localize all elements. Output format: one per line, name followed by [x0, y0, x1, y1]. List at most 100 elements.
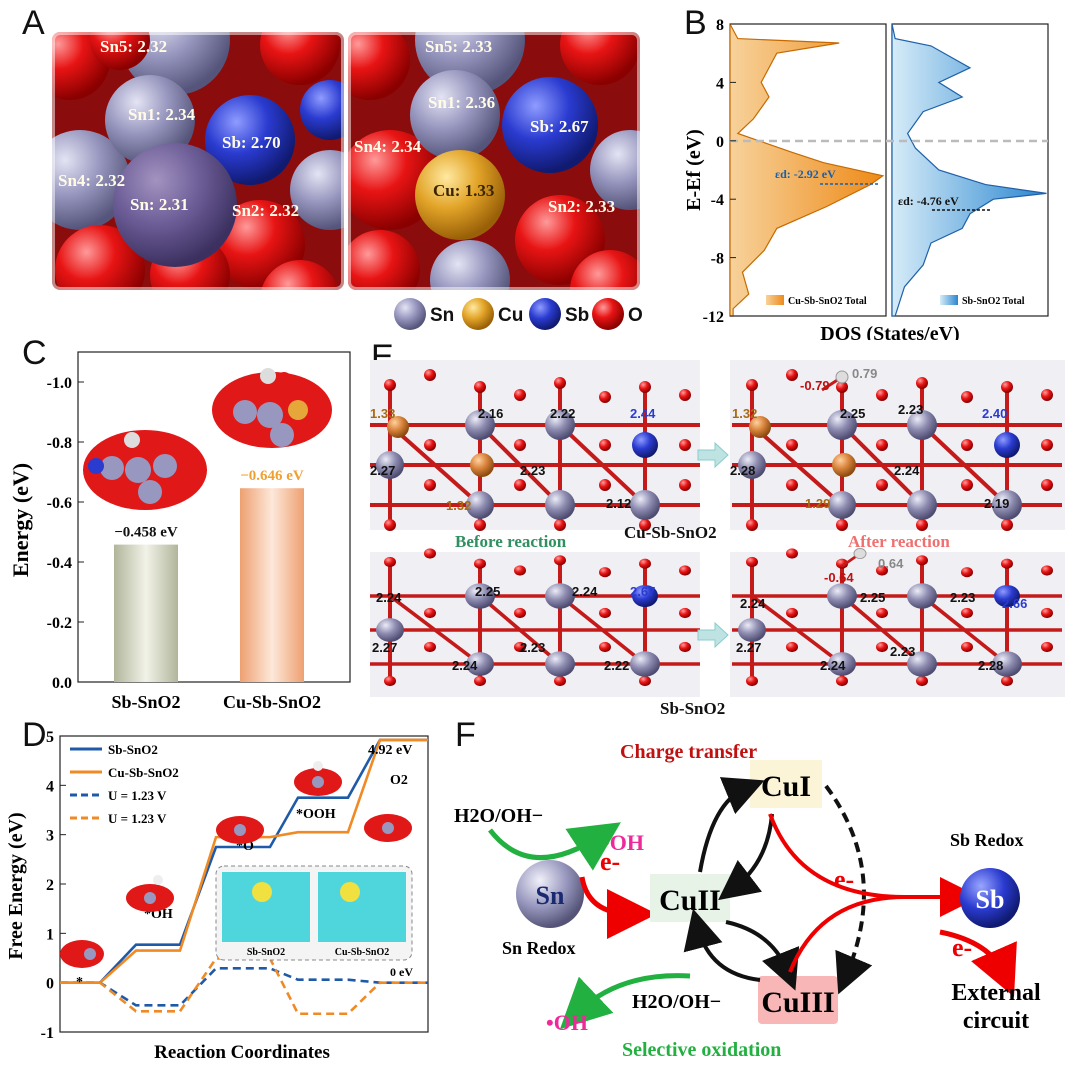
legend-sn: Sn	[430, 305, 454, 326]
d-series-line-3	[60, 957, 428, 1016]
d-structure-icons	[60, 761, 412, 968]
legend-o: O	[628, 305, 643, 326]
d-legend-u2: U = 1.23 V	[108, 811, 167, 826]
e-cu-after-e: 2.19	[984, 496, 1009, 511]
b-ytick: 4	[716, 75, 724, 92]
panel-a-structures: Sn5: 2.32 Sn1: 2.34 Sb: 2.70 Sn4: 2.32 S…	[49, 29, 643, 330]
b-ytick: -4	[711, 192, 724, 209]
e-cu-before-b: 2.22	[550, 406, 575, 421]
e-cu-after-a: 2.25	[840, 406, 865, 421]
f-circuit: circuit	[963, 1008, 1029, 1034]
e-sb-before-a: 2.24	[376, 590, 402, 605]
e-sb-before-d: 2.27	[372, 640, 397, 655]
bar-sb-sno2	[114, 544, 178, 682]
b-legend-cu: Cu-Sb-SnO2 Total	[788, 296, 867, 307]
e-sb-after-h: 0.64	[878, 556, 904, 571]
e-cu-before-e: 2.12	[606, 496, 631, 511]
e-cu-after-c: 2.28	[730, 463, 755, 478]
panel-label-f: F	[455, 716, 476, 754]
d-annotation-star: *	[76, 975, 83, 990]
d-ylabel: Free Energy (eV)	[5, 812, 27, 959]
f-e3: e-	[952, 933, 972, 962]
e-cu-before-cu2: 1.32	[446, 498, 471, 513]
e-cu-after-cu1: 1.32	[732, 406, 757, 421]
legend-sb: Sb	[565, 305, 589, 326]
e-sb-before-sb: 2.67	[630, 584, 655, 599]
legend-cu: Cu	[498, 305, 523, 326]
c-category-sb: Sb-SnO2	[111, 692, 180, 712]
f-sn-label: Sn	[536, 881, 565, 910]
dos-curve-sb	[891, 23, 1047, 317]
e-cu-after-h: 0.79	[852, 366, 877, 381]
e-sb-after-e: 2.24	[820, 658, 846, 673]
e-sb-after-c: 2.23	[950, 590, 975, 605]
d-xlabel: Reaction Coordinates	[154, 1042, 330, 1063]
c-structure-cu	[212, 368, 332, 448]
d-ytick: 2	[46, 877, 54, 894]
d-annotation-top: 4.92 eV	[368, 743, 412, 758]
label-a-right-sn2: Sn2: 2.33	[548, 197, 615, 216]
e-cu-before-cu1: 1.33	[370, 406, 395, 421]
label-a-right-sb: Sb: 2.67	[530, 117, 589, 136]
e-sb-after-f: 2.23	[890, 644, 915, 659]
c-structure-sb	[83, 430, 207, 510]
d-legend-sb: Sb-SnO2	[108, 742, 158, 757]
e-cu-before-d: 2.23	[520, 463, 545, 478]
panel-label-a: A	[22, 4, 45, 42]
d-annotation-ooh: *OOH	[296, 807, 336, 822]
f-oh-bottom: •OH	[546, 1010, 588, 1035]
panel-label-d: D	[22, 716, 47, 754]
d-legend-u1: U = 1.23 V	[108, 788, 167, 803]
b-legend-sb: Sb-SnO2 Total	[962, 296, 1025, 307]
b-ytick: -12	[703, 309, 724, 326]
e-sb-before-g: 2.22	[604, 658, 629, 673]
label-a-right-sn4: Sn4: 2.34	[354, 137, 422, 156]
d-inset-label-sb: Sb-SnO2	[247, 947, 285, 958]
e-cu-before-c: 2.27	[370, 463, 395, 478]
e-cu-after-b: 2.23	[898, 402, 923, 417]
label-a-left-sn: Sn: 2.31	[130, 195, 189, 214]
e-sb-before-f: 2.23	[520, 640, 545, 655]
d-ytick: 1	[46, 926, 54, 943]
e-cu-after-sb: 2.40	[982, 406, 1007, 421]
label-a-right-sn1: Sn1: 2.36	[428, 93, 495, 112]
bar-cu-sb-sno2	[240, 488, 304, 682]
e-sb-before-e: 2.24	[452, 658, 478, 673]
label-a-right-sn5: Sn5: 2.33	[425, 37, 492, 56]
c-category-cu: Cu-Sb-SnO2	[223, 692, 321, 712]
e-cu-before-a: 2.16	[478, 406, 503, 421]
e-cu-after-o: -0.79	[800, 378, 830, 393]
d-ytick: 0	[46, 976, 54, 993]
label-a-left-sn1: Sn1: 2.34	[128, 105, 196, 124]
f-h2o-bottom: H2O/OH−	[632, 991, 721, 1013]
c-ytick: 0.0	[52, 675, 72, 692]
b-ytick: 0	[716, 134, 724, 151]
panel-c-bar-chart: -1.0-0.8-0.6-0.4-0.20.0 −0.458 eV −0.646…	[8, 351, 351, 712]
f-cu3: CuIII	[761, 986, 834, 1019]
d-annotation-zero: 0 eV	[390, 965, 413, 979]
e-before-label: Before reaction	[455, 532, 567, 551]
c-ytick: -1.0	[47, 375, 72, 392]
f-cu1: CuI	[761, 770, 811, 803]
b-annotation-cu: εd: -2.92 eV	[775, 167, 836, 181]
d-ytick: 5	[46, 729, 54, 746]
e-sb-after-sb: 2.66	[1002, 596, 1027, 611]
label-a-left-sn4: Sn4: 2.32	[58, 171, 125, 190]
c-ytick: -0.2	[47, 615, 72, 632]
label-a-left-sn2: Sn2: 2.32	[232, 201, 299, 220]
f-h2o-top: H2O/OH−	[454, 805, 543, 827]
d-ytick: 4	[46, 778, 54, 795]
c-ytick: -0.4	[47, 555, 72, 572]
e-arrow-cu	[697, 441, 729, 469]
b-xlabel: DOS (States/eV)	[820, 323, 959, 340]
e-sb-after-b: 2.25	[860, 590, 885, 605]
panel-e-structures: 1.33 2.16 2.22 2.44 2.27 2.23 1.32 2.12 …	[368, 360, 1065, 718]
label-a-left-sn5: Sn5: 2.32	[100, 37, 167, 56]
e-sb-before-c: 2.24	[572, 584, 598, 599]
e-sb-after-g: 2.28	[978, 658, 1003, 673]
d-series-line-0	[60, 738, 428, 984]
f-sb-sphere	[960, 868, 1020, 928]
b-ytick: -8	[711, 251, 724, 268]
f-e2: e-	[834, 865, 854, 894]
